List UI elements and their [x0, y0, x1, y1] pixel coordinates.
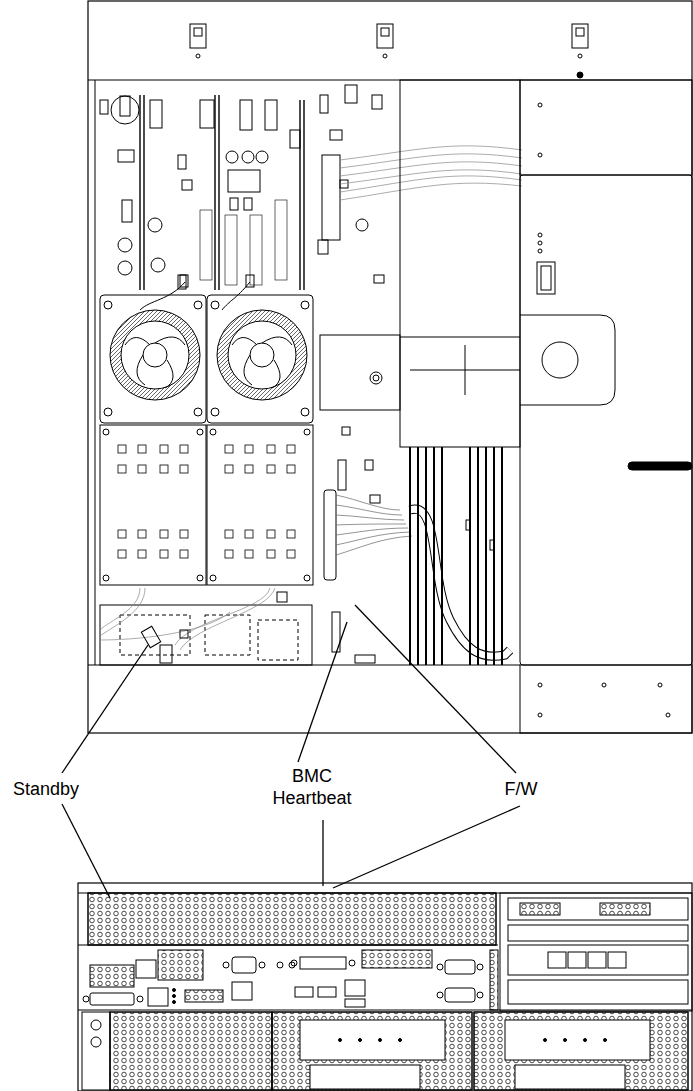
callout-label: BMC Heartbeat [256, 765, 368, 809]
front-panel [78, 883, 692, 1091]
memory [400, 80, 520, 665]
callout-label: F/W [491, 778, 551, 800]
fans [100, 275, 313, 423]
leader-lines [62, 605, 520, 898]
callout-label: Standby [4, 778, 88, 800]
chassis-top-view [88, 1, 692, 733]
heatsinks [100, 425, 313, 585]
power-supply [520, 80, 692, 733]
led-board [100, 588, 312, 665]
